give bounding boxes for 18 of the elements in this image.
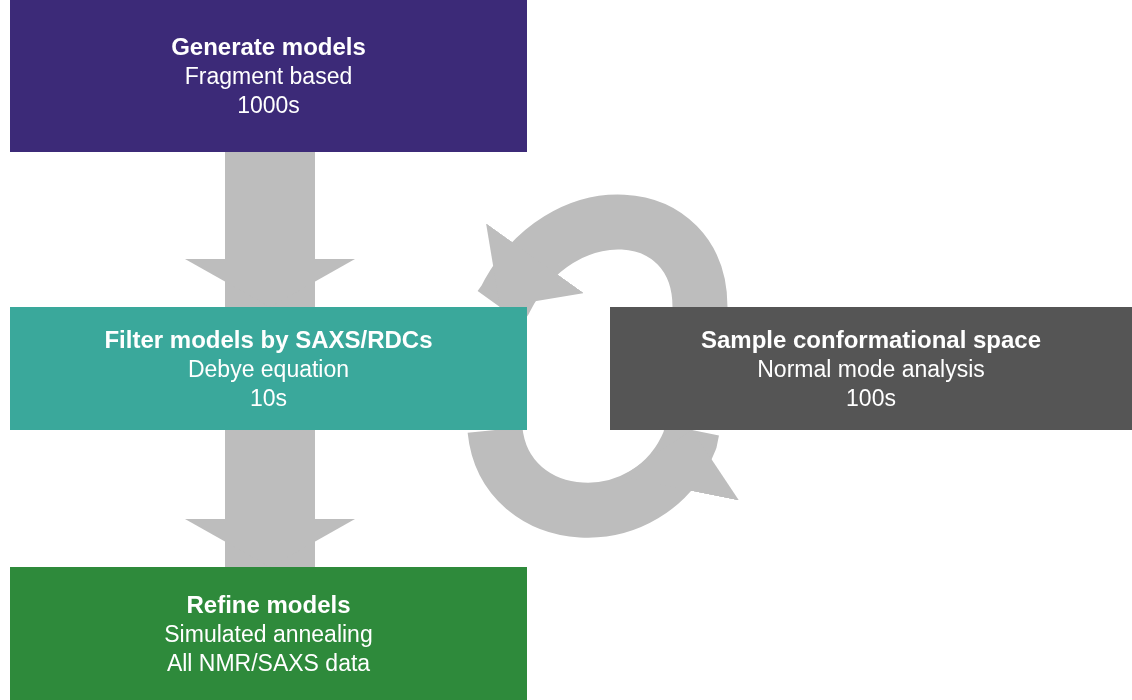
process-box [610,307,1132,430]
process-box [10,0,527,152]
process-box [10,567,527,700]
box-text: Debye equation [187,354,350,384]
box-heading: Filter models by SAXS/RDCs [104,324,433,355]
box-text: All NMR/SAXS data [166,648,371,678]
box-text: 100s [846,383,896,413]
box-text: Normal mode analysis [757,354,985,384]
box-text: 1000s [237,91,300,120]
box-heading: Refine models [186,589,351,620]
box-heading: Sample conformational space [700,324,1042,355]
box-text: 10s [249,383,288,413]
box-text: Fragment based [184,62,353,91]
arrow [185,430,355,567]
arrow [185,152,355,307]
box-heading: Generate models [171,32,366,63]
process-box [10,307,527,430]
box-text: Simulated annealing [164,619,373,649]
